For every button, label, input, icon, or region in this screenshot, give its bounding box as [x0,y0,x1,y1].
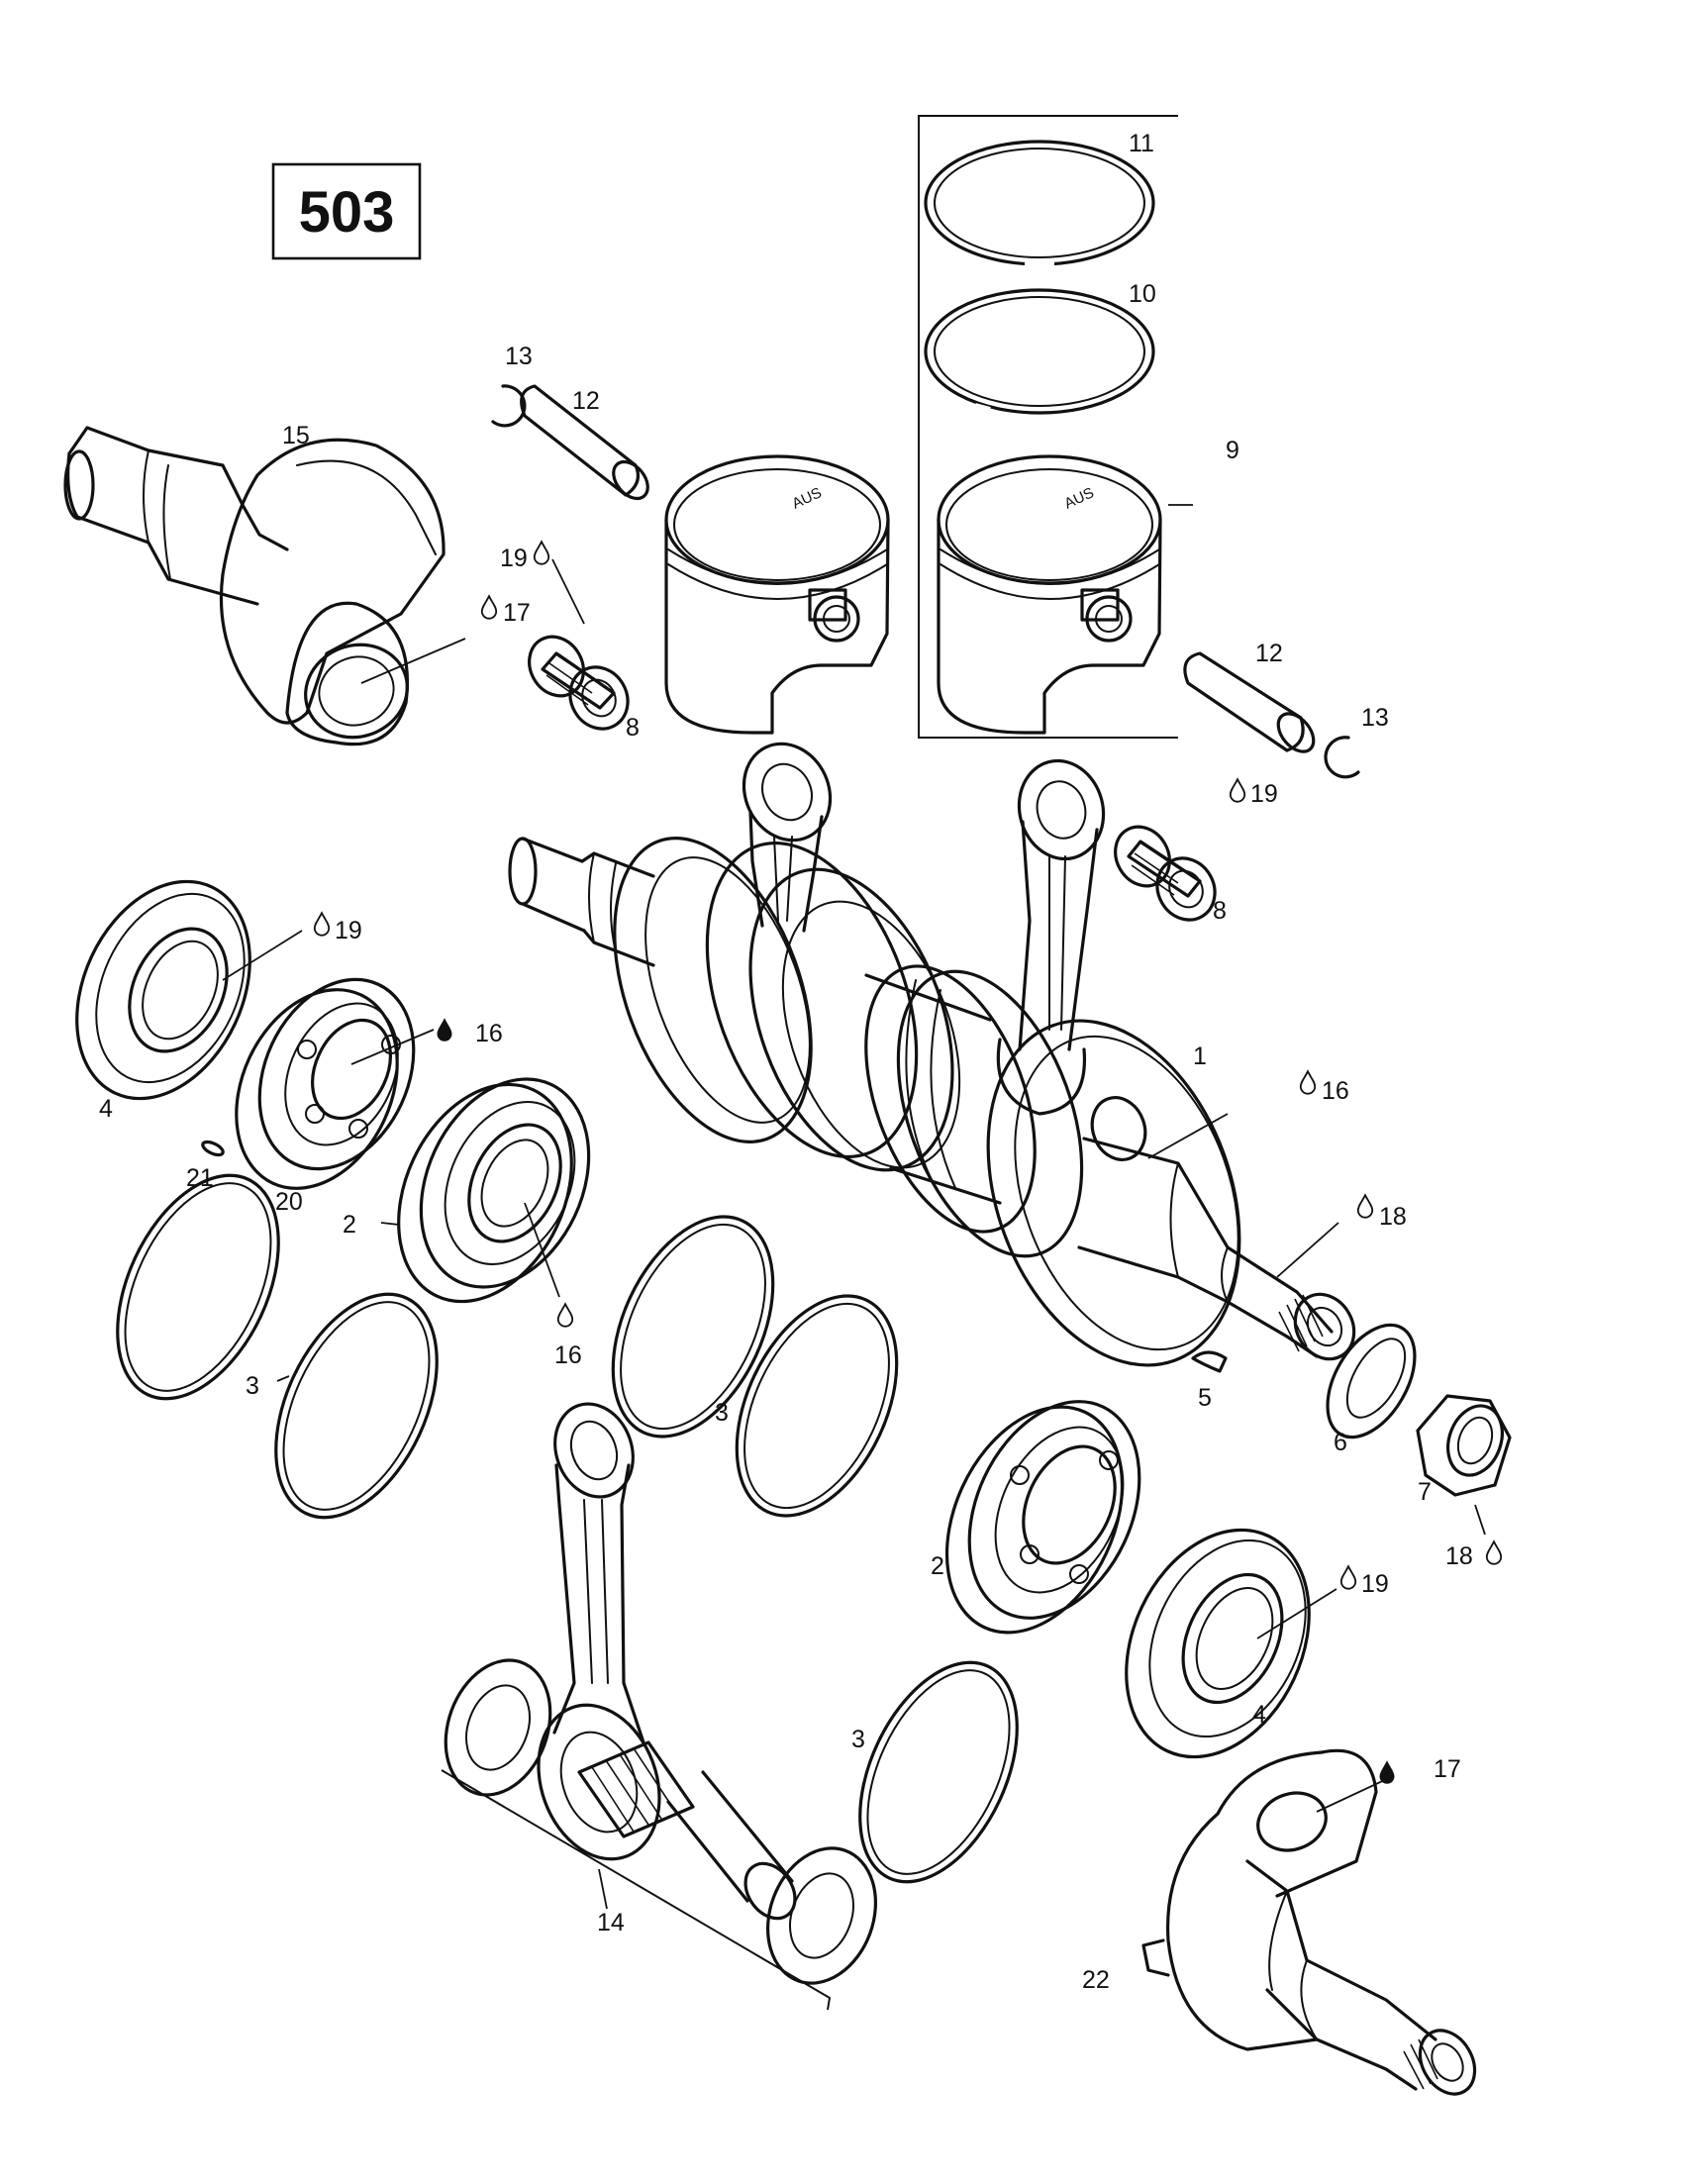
callout-13: 13 [1361,704,1389,732]
piston-ring-second [924,288,1155,415]
piston-ring-top [924,140,1155,266]
callout-6: 6 [1334,1429,1347,1456]
callout-12: 12 [1255,640,1283,667]
callout-16: 16 [475,1020,503,1047]
piston-pin-right [1183,651,1316,753]
piston-right: AUS [937,454,1162,735]
crank-half-right [1141,1748,1477,2096]
o-ring-center-right [735,1294,899,1518]
connecting-rod-right-on-crank [996,758,1106,1116]
callout-19: 19 [500,545,528,572]
o-ring-center-left [611,1215,775,1439]
callout-3: 3 [715,1399,729,1427]
o-ring-left-upper [116,1173,280,1401]
oil-drop-icon [1356,1194,1374,1219]
circlip-right [1324,736,1360,779]
diagram-number-box: 503 [271,162,422,260]
connecting-rod-kit [444,1402,878,1985]
callout-12: 12 [572,387,600,415]
oil-drop-icon [533,541,550,565]
piston-left-stamp: AUS [790,484,825,512]
callout-18: 18 [1445,1542,1473,1570]
crank-half-left [63,426,446,746]
ball-bearing-left [235,977,416,1190]
oil-drop-icon [1299,1070,1317,1095]
oil-drop-solid-icon [1379,1761,1395,1784]
piston-left: AUS [664,454,890,735]
oil-seal-left [75,879,251,1101]
oil-drop-icon [1485,1540,1503,1565]
callout-8: 8 [1213,897,1227,925]
oil-drop-icon [1339,1565,1357,1590]
woodruff-key [1191,1350,1228,1373]
circlip-left [491,384,527,428]
needle-bearing-left [528,635,630,731]
oil-drop-icon [556,1303,574,1328]
dowel-pin [201,1140,225,1157]
callout-19: 19 [335,917,362,944]
callout-4: 4 [1252,1701,1266,1729]
hex-nut [1416,1394,1512,1497]
callout-13: 13 [505,343,533,370]
piston-right-stamp: AUS [1062,484,1097,512]
connecting-rod-left-on-crank [742,742,833,933]
callout-17: 17 [1434,1755,1461,1783]
oil-seal-right [1125,1528,1311,1759]
callout-4: 4 [99,1095,113,1123]
lock-washer [1326,1323,1417,1439]
oil-drop-icon [480,595,498,620]
ball-bearing-2-right [944,1400,1141,1635]
callout-20: 20 [275,1188,303,1216]
callout-17: 17 [503,599,531,627]
callout-11: 11 [1129,130,1154,157]
callout-1: 1 [1193,1042,1207,1070]
diagram-number: 503 [299,180,395,245]
callout-3: 3 [246,1372,259,1400]
callout-14: 14 [597,1909,625,1936]
callout-8: 8 [626,714,640,742]
callout-2: 2 [343,1211,356,1239]
callout-10: 10 [1129,280,1156,308]
callout-16: 16 [554,1341,582,1369]
callout-5: 5 [1198,1384,1212,1412]
callout-2: 2 [931,1552,944,1580]
piston-group-bracket [918,115,1178,739]
piston-pin-left [520,384,649,501]
o-ring-lower [858,1660,1019,1884]
callout-15: 15 [282,422,310,449]
callout-labels: 1 2 2 3 3 3 4 4 5 6 7 8 8 9 10 11 12 12 … [99,130,1473,1994]
crankshaft-assembly [508,742,1356,1367]
callout-19: 19 [1361,1570,1389,1598]
callout-22: 22 [1082,1966,1110,1994]
needle-bearing-right [1114,825,1217,922]
connecting-rod-kit-bracket [441,1769,832,2011]
callout-9: 9 [1226,437,1239,464]
oil-drop-solid-icon [437,1019,452,1042]
o-ring-left-lower [274,1292,439,1520]
callout-16: 16 [1322,1077,1349,1105]
callout-19: 19 [1250,780,1278,808]
callout-3: 3 [851,1726,865,1753]
oil-drop-icon [313,912,331,937]
callout-7: 7 [1418,1478,1432,1506]
callout-21: 21 [186,1164,214,1192]
leader-lines [222,504,1486,1813]
callout-18: 18 [1379,1203,1407,1231]
ball-bearing-2-left [397,1077,591,1304]
oil-drop-icon [1229,778,1246,803]
